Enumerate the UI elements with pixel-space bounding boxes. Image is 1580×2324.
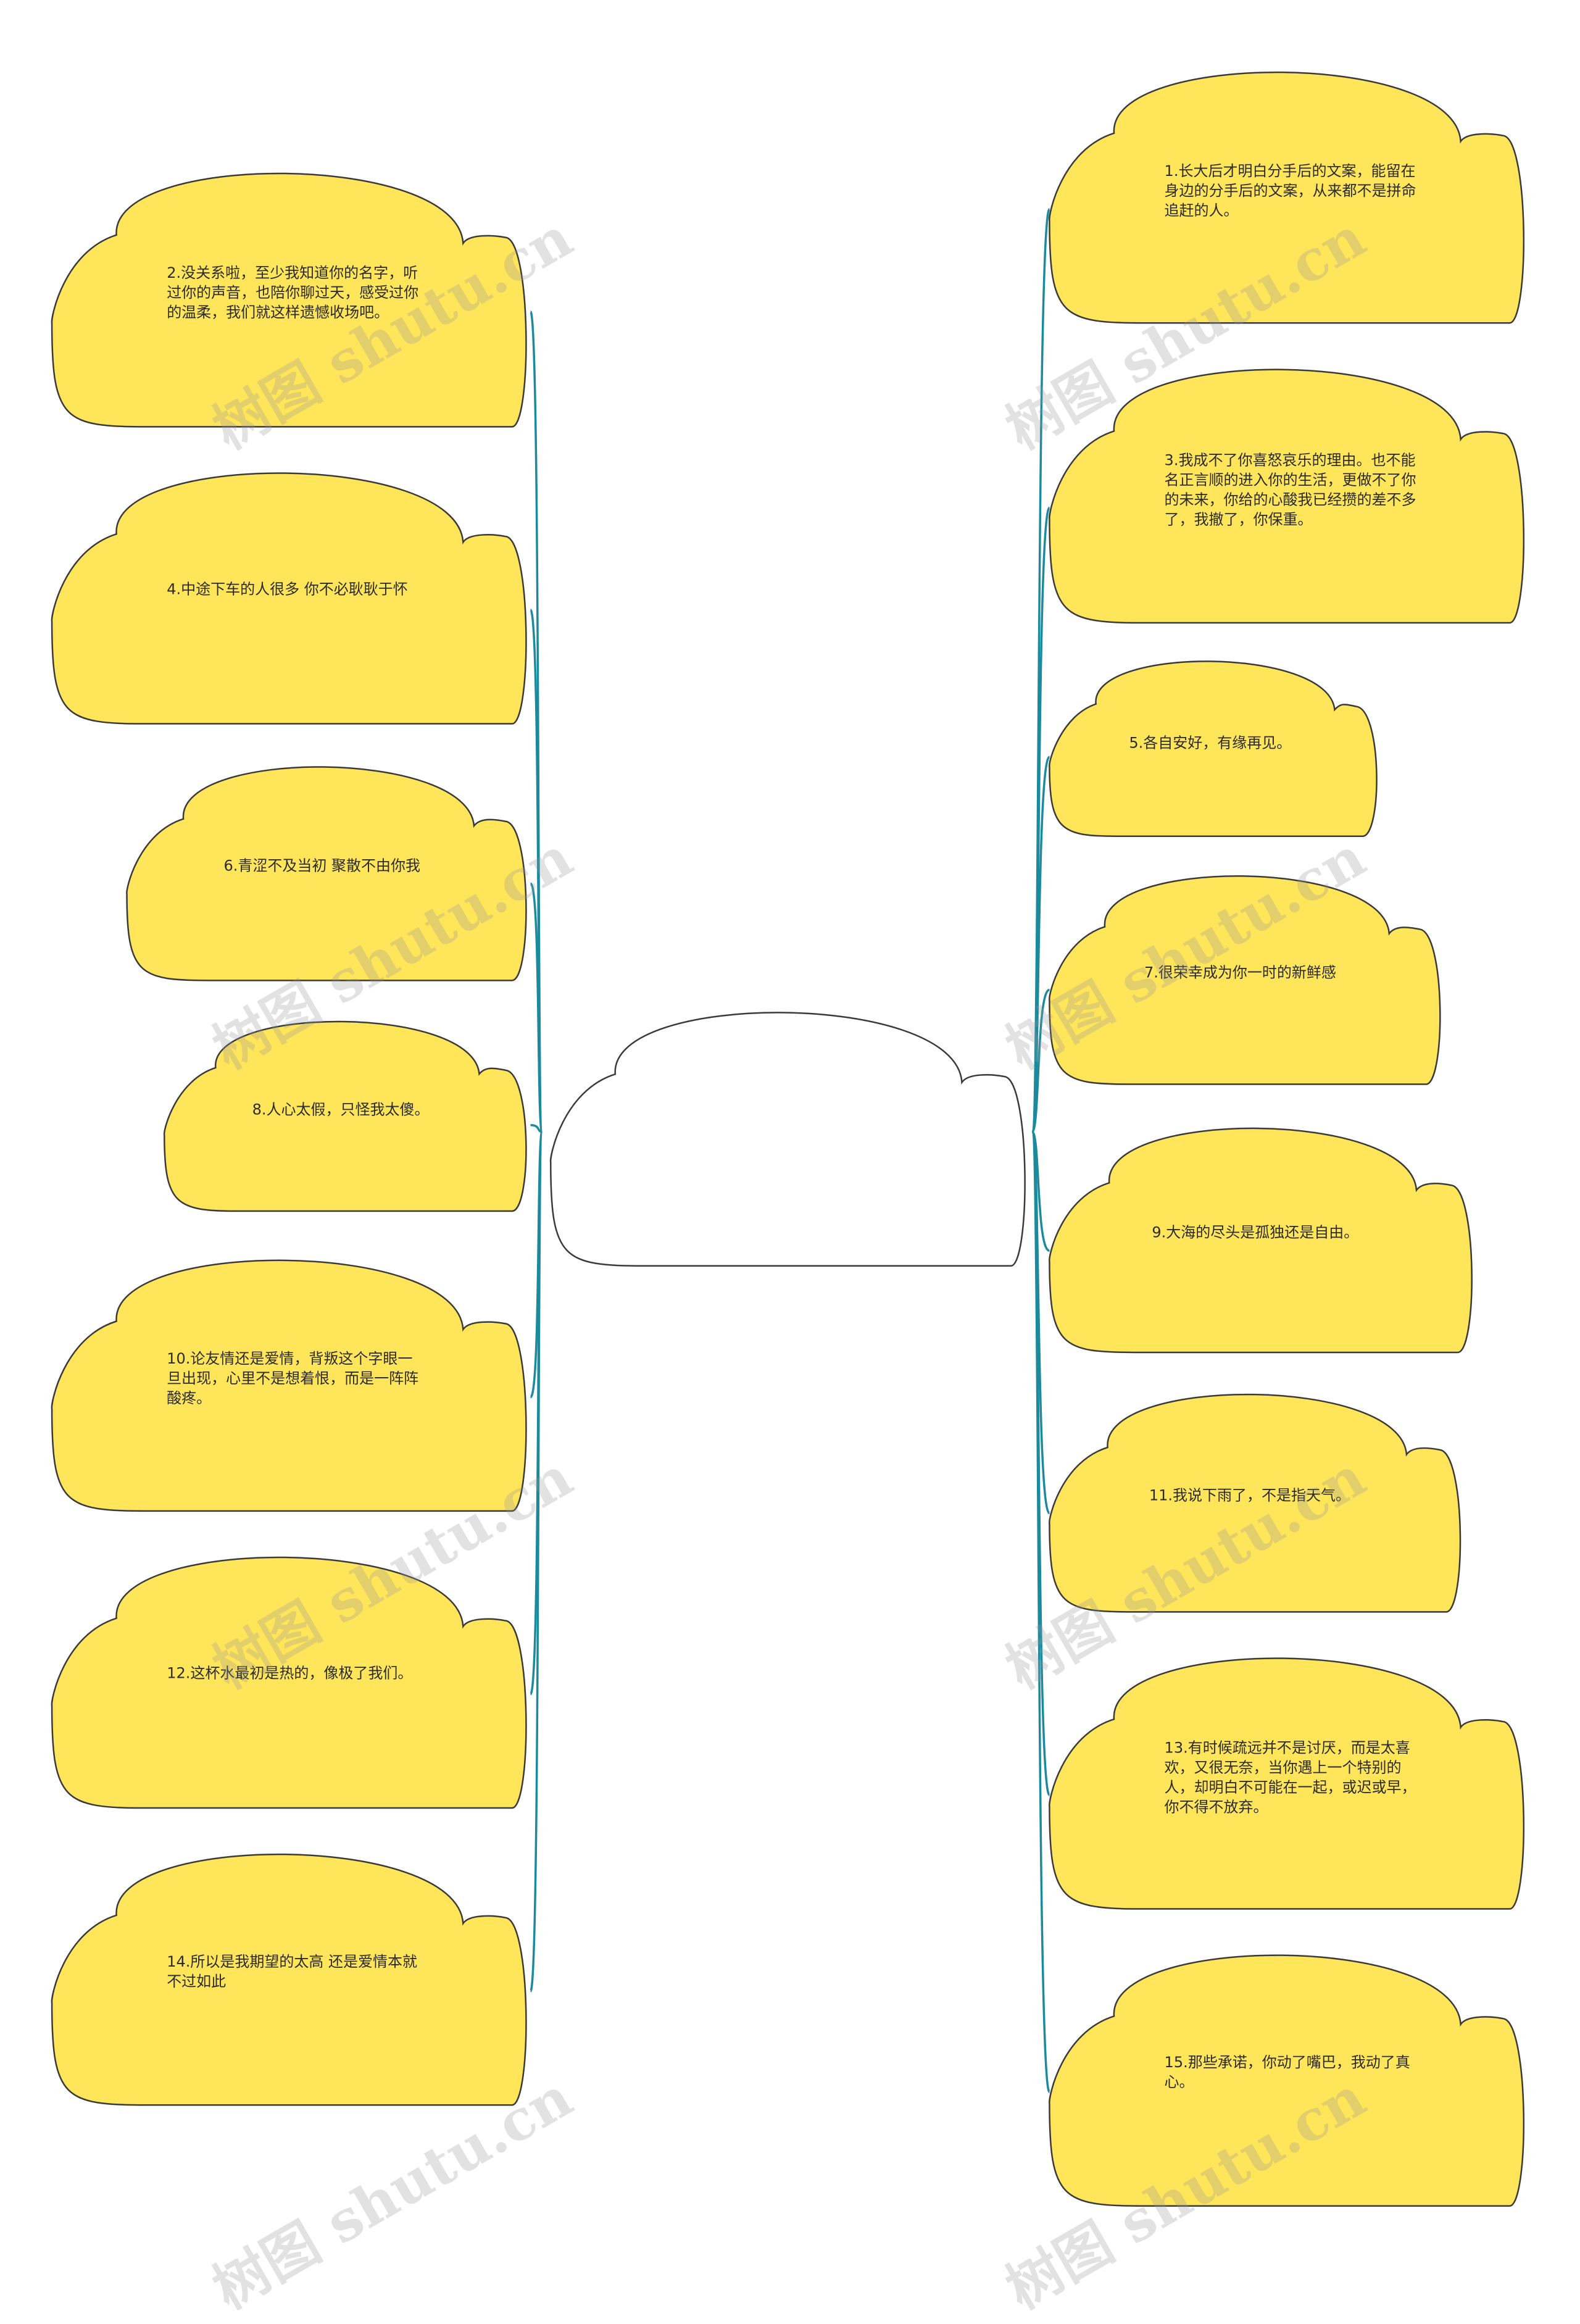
cloud-node-n1[interactable] bbox=[1049, 71, 1525, 324]
cloud-node-text-n9: 9.大海的尽头是孤独还是自由。 bbox=[1152, 1223, 1359, 1241]
connector-n7 bbox=[1031, 988, 1050, 1133]
connector-n6 bbox=[529, 882, 543, 1133]
cloud-node-n13[interactable] bbox=[1049, 1657, 1525, 1910]
cloud-node-n15[interactable] bbox=[1049, 1954, 1525, 2207]
mind-map-canvas bbox=[51, 71, 1525, 2207]
cloud-node-n9[interactable] bbox=[1049, 1127, 1473, 1354]
cloud-node-n4[interactable] bbox=[51, 472, 527, 725]
root-cloud[interactable] bbox=[549, 1012, 1026, 1267]
cloud-node-n5[interactable] bbox=[1049, 660, 1378, 837]
cloud-node-n7[interactable] bbox=[1049, 875, 1441, 1085]
cloud-node-n12[interactable] bbox=[51, 1556, 527, 1809]
cloud-node-text-n11: 11.我说下雨了，不是指天气。 bbox=[1149, 1486, 1351, 1504]
connector-n5 bbox=[1031, 756, 1051, 1133]
cloud-node-text-n5: 5.各自安好，有缘再见。 bbox=[1129, 734, 1292, 752]
clouds bbox=[51, 71, 1525, 2207]
cloud-node-text-n6: 6.青涩不及当初 聚散不由你我 bbox=[223, 857, 421, 875]
cloud-node-text-n12: 12.这杯水最初是热的，像极了我们。 bbox=[167, 1665, 413, 1683]
connectors bbox=[529, 208, 1051, 2094]
cloud-node-text-n13: 13.有时候疏远并不是讨厌，而是太喜欢，又很无奈，当你遇上一个特别的人，却明白不… bbox=[1164, 1739, 1416, 1816]
cloud-node-text-n3: 3.我成不了你喜怒哀乐的理由。也不能名正言顺的进入你的生活，更做不了你的未来，你… bbox=[1164, 451, 1416, 528]
cloud-node-n6[interactable] bbox=[126, 766, 527, 981]
cloud-node-n10[interactable] bbox=[51, 1259, 527, 1512]
connector-n15 bbox=[1031, 1130, 1051, 2094]
cloud-node-text-n7: 7.很荣幸成为你一时的新鲜感 bbox=[1144, 964, 1336, 981]
cloud-node-n3[interactable] bbox=[1049, 369, 1525, 624]
cloud-node-n14[interactable] bbox=[51, 1853, 527, 2106]
cloud-node-n2[interactable] bbox=[51, 172, 527, 428]
connector-n14 bbox=[529, 1130, 543, 1993]
connector-n4 bbox=[529, 609, 543, 1133]
cloud-node-text-n14: 14.所以是我期望的太高 还是爱情本就不过如此 bbox=[167, 1952, 417, 1990]
cloud-node-n11[interactable] bbox=[1049, 1393, 1462, 1613]
cloud-node-text-n10: 10.论友情还是爱情，背叛这个字眼一旦出现，心里不是想着恨，而是一阵阵酸疼。 bbox=[167, 1350, 419, 1407]
cloud-node-text-n2: 2.没关系啦，至少我知道你的名字，听过你的声音，也陪你聊过天，感受过你的温柔，我… bbox=[167, 264, 419, 322]
cloud-node-text-n15: 15.那些承诺，你动了嘴巴，我动了真心。 bbox=[1164, 2054, 1410, 2091]
cloud-node-text-n8: 8.人心太假，只怪我太傻。 bbox=[252, 1101, 430, 1118]
cloud-node-text-n1: 1.长大后才明白分手后的文案，能留在身边的分手后的文案，从来都不是拼命追赶的人。 bbox=[1164, 162, 1416, 219]
cloud-node-n8[interactable] bbox=[163, 1020, 527, 1212]
cloud-node-text-n4: 4.中途下车的人很多 你不必耿耿于怀 bbox=[167, 580, 408, 598]
